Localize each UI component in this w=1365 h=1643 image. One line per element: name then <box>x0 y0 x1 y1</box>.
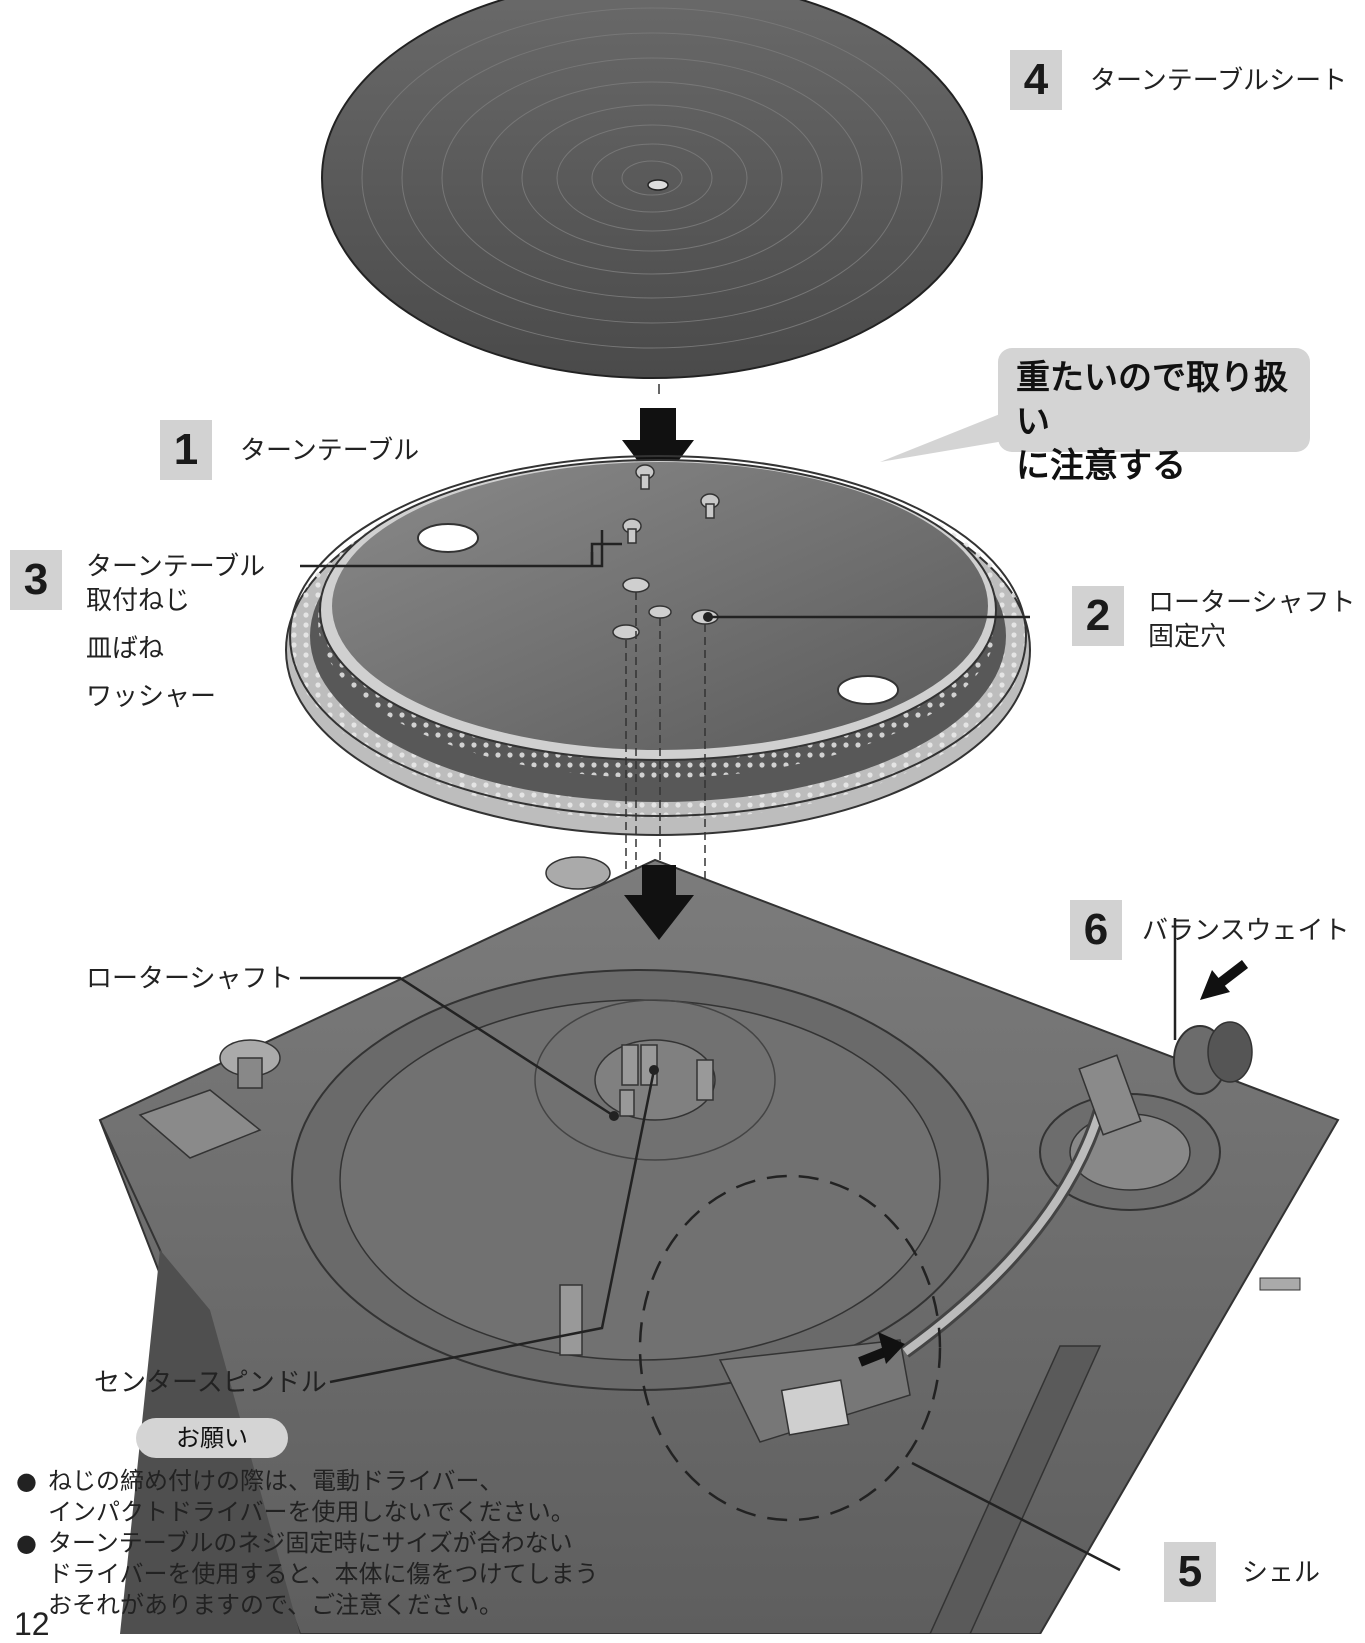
bullet-icon: ● <box>16 1467 37 1495</box>
leader-dot-rotor-hole <box>703 612 713 622</box>
platter-screw-label-2: 取付ねじ <box>86 586 191 616</box>
balance-weight-label: バランスウェイト <box>1142 916 1350 946</box>
bullet-icon: ● <box>16 1529 37 1557</box>
down-arrow-lower <box>624 865 694 940</box>
platter <box>285 455 1031 836</box>
callout-number-4: 4 <box>1010 50 1062 110</box>
washer-label: ワッシャー <box>86 682 217 712</box>
notice-item-2-line-1: ターンテーブルのネジ固定時にサイズが合わない <box>48 1529 573 1557</box>
leader-lines <box>300 530 1177 1572</box>
callout-number-2: 2 <box>1072 586 1124 646</box>
shell-label: シェル <box>1242 1558 1321 1588</box>
turntable-body <box>98 856 1340 1634</box>
screws <box>622 464 720 544</box>
notice-item-2-line-3: おそれがありますので、ご注意ください。 <box>48 1591 504 1619</box>
shell-highlight-circle <box>638 1174 942 1522</box>
turntable-label: ターンテーブル <box>240 436 420 466</box>
leader-dot-center-spindle <box>649 1065 659 1075</box>
notice-item: ● ターンテーブルのネジ固定時にサイズが合わない ドライバーを使用すると、本体に… <box>14 1528 714 1621</box>
rotor-hole-label-1: ローターシャフト <box>1148 588 1356 618</box>
callout-number-1: 1 <box>160 420 212 480</box>
platter-screw-label-1: ターンテーブル <box>86 552 266 582</box>
shell-insert-arrow-head <box>878 1332 905 1364</box>
rotor-shaft-label: ローターシャフト <box>86 964 294 994</box>
notice-item: ● ねじの締め付けの際は、電動ドライバー、 インパクトドライバーを使用しないでく… <box>14 1466 714 1528</box>
down-arrow-upper <box>622 408 694 488</box>
notice-item-1-line-1: ねじの締め付けの際は、電動ドライバー、 <box>48 1467 504 1495</box>
leader-dot-rotor-shaft <box>609 1111 619 1121</box>
center-spindle-label: センタースピンドル <box>94 1368 327 1398</box>
notice-list: ● ねじの締め付けの際は、電動ドライバー、 インパクトドライバーを使用しないでく… <box>14 1466 714 1621</box>
warning-line-1: 重たいので取り扱い <box>1016 358 1288 442</box>
notice-badge: お願い <box>136 1418 288 1458</box>
warning-bubble-tail <box>880 410 1010 462</box>
callout-number-3: 3 <box>10 550 62 610</box>
notice-item-1-line-2: インパクトドライバーを使用しないでください。 <box>48 1498 575 1526</box>
disc-spring-label: 皿ばね <box>86 634 165 664</box>
turntable-sheet <box>321 0 983 379</box>
turntable-sheet-label: ターンテーブルシート <box>1090 66 1348 96</box>
warning-line-2: に注意する <box>1016 446 1186 486</box>
callout-number-6: 6 <box>1070 900 1122 960</box>
callout-number-5: 5 <box>1164 1542 1216 1602</box>
heavy-warning-bubble: 重たいので取り扱い に注意する <box>998 348 1310 486</box>
balance-weight-arrow-head <box>1200 970 1230 1000</box>
notice-item-2-line-2: ドライバーを使用すると、本体に傷をつけてしまう <box>48 1560 599 1588</box>
rotor-hole-label-2: 固定穴 <box>1148 622 1227 652</box>
page-number: 12 <box>14 1606 50 1642</box>
